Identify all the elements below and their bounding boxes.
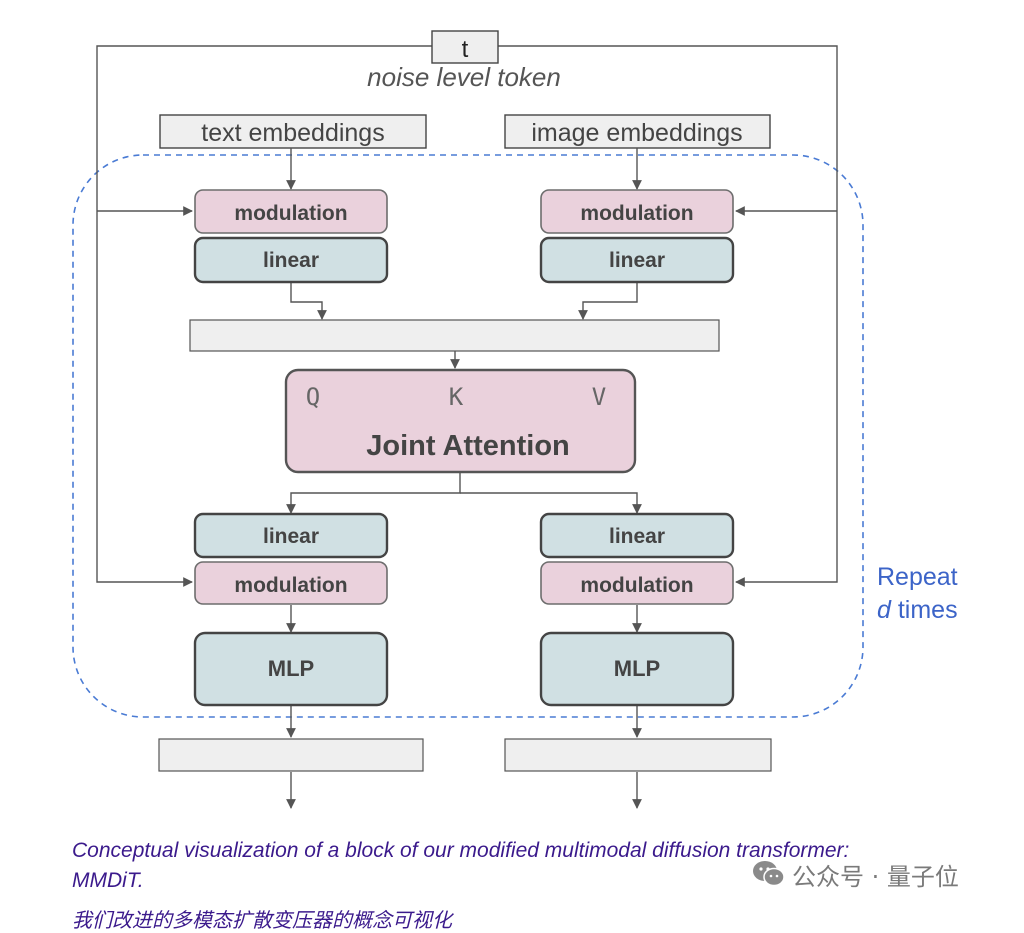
linear-label-right-top: linear (609, 249, 665, 272)
q-label: Q (306, 383, 320, 411)
linear-box-right-top (539, 236, 735, 284)
noise-level-label: noise level token (367, 62, 561, 92)
joint-attention-label: Joint Attention (366, 430, 570, 462)
modulation-box-left-bottom (194, 561, 388, 605)
repeat-times: times (891, 596, 958, 624)
mlp-label-left: MLP (268, 656, 314, 681)
linear-label-left-top: linear (263, 249, 319, 272)
k-label: K (449, 383, 464, 411)
repeat-region (72, 154, 864, 718)
t-box (431, 30, 499, 64)
modulation-label-right-bottom: modulation (580, 574, 693, 597)
modulation-label-left-bottom: modulation (234, 574, 347, 597)
figure-caption-cn: 我们改进的多模态扩散变压器的概念可视化 (72, 908, 452, 932)
output-bar-left (158, 738, 424, 772)
repeat-label: Repeat (877, 563, 958, 591)
linear-box-right-bottom (539, 512, 735, 559)
image-embeddings-label: image embeddings (531, 119, 742, 147)
modulation-box-right-bottom (540, 561, 734, 605)
concat-bar (189, 319, 720, 352)
linear-box-left-bottom (193, 512, 389, 559)
mlp-box-right (539, 631, 735, 707)
modulation-label-left-top: modulation (234, 202, 347, 225)
output-bar-right (504, 738, 772, 772)
modulation-box-right-top (540, 189, 734, 234)
repeat-d: d (877, 596, 892, 624)
mlp-box-left (193, 631, 389, 707)
linear-label-right-bottom: linear (609, 525, 665, 548)
modulation-box-left-top (194, 189, 388, 234)
repeat-times-label: d times (877, 596, 958, 624)
linear-box-left-top (193, 236, 389, 284)
watermark: 公众号 · 量子位 (752, 857, 959, 891)
text-embeddings-box (159, 114, 427, 149)
text-embeddings-label: text embeddings (201, 119, 384, 147)
joint-attention-box (284, 368, 637, 474)
figure-caption: Conceptual visualization of a block of o… (72, 839, 850, 892)
noise-token-lines (96, 45, 838, 587)
t-label: t (462, 36, 469, 63)
linear-label-left-bottom: linear (263, 525, 319, 548)
wechat-icon (753, 861, 785, 887)
mlp-label-right: MLP (614, 656, 660, 681)
v-label: V (592, 383, 606, 411)
watermark-text: 公众号 · 量子位 (792, 862, 959, 891)
repeat-word: Repeat (877, 563, 958, 591)
modulation-label-right-top: modulation (580, 202, 693, 225)
